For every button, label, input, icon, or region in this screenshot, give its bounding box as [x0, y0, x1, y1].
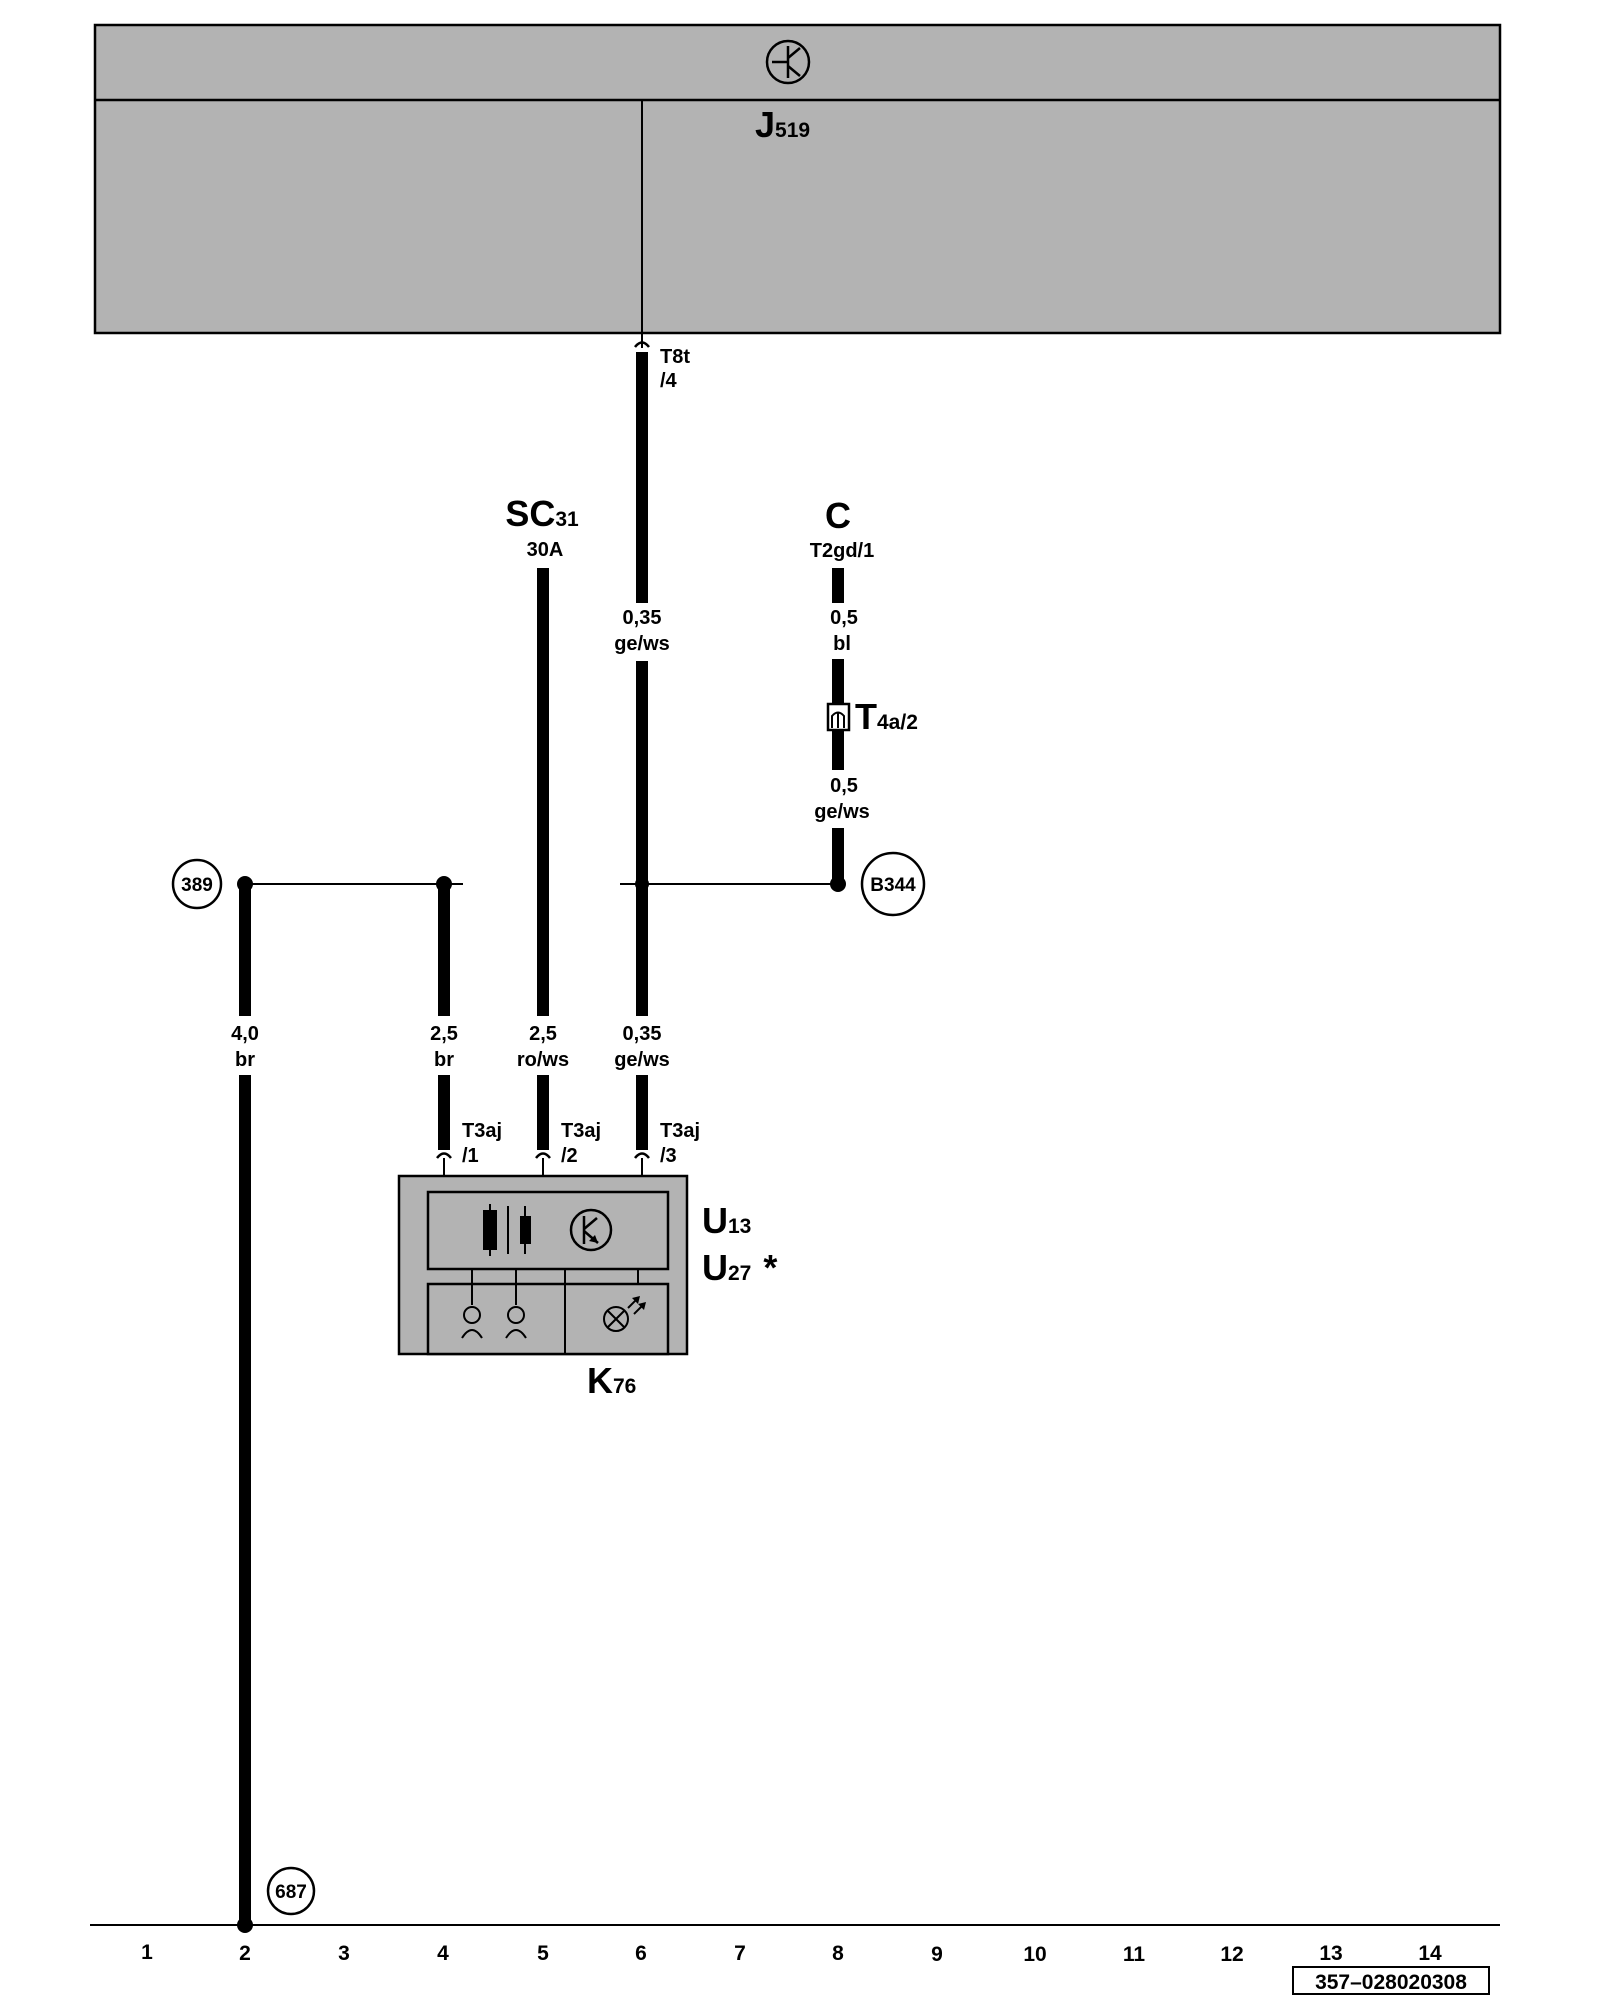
unit-k76-label: K76 — [587, 1360, 636, 1401]
wire-col4: 2,5 br — [430, 884, 458, 1150]
column-number: 14 — [1418, 1942, 1442, 1965]
node-687: 687 — [266, 1866, 316, 1916]
junction-dot — [635, 877, 649, 891]
wire-size-label: 4,0 — [231, 1023, 259, 1045]
fuse-rating: 30A — [527, 539, 564, 561]
column-number: 1 — [141, 1941, 153, 1964]
connector-code: T3aj — [561, 1120, 601, 1142]
column-number: 2 — [239, 1942, 251, 1965]
column-number: 7 — [734, 1942, 746, 1965]
wire-size-label: 2,5 — [529, 1023, 557, 1045]
document-code-box — [1292, 1966, 1490, 1995]
unit-u27-label: U27* — [702, 1247, 777, 1288]
node-389: 389 — [171, 858, 223, 910]
wire-color-label: ge/ws — [614, 633, 670, 655]
wire-size-label: 0,35 — [623, 607, 662, 629]
wire-size-label: 0,5 — [830, 775, 858, 797]
lamp-box — [564, 1283, 669, 1355]
junction-dot — [830, 876, 846, 892]
fuse-label: SC31 — [505, 493, 579, 534]
node-label: 687 — [275, 1882, 307, 1903]
capacitor-icon — [483, 1204, 531, 1256]
column-number: 12 — [1220, 1943, 1243, 1966]
socket-contact-icon — [505, 1306, 527, 1339]
unit-u13-label: U13 — [702, 1200, 751, 1241]
control-unit-label: J519 — [755, 104, 810, 145]
socket-module: U13 U27* K76 — [397, 1174, 777, 1401]
wire-size-label: 2,5 — [430, 1023, 458, 1045]
column-number: 9 — [931, 1943, 943, 1966]
electronic-symbol-icon — [569, 1208, 613, 1252]
connector-pin: /1 — [462, 1145, 479, 1167]
connector-arc-icon — [634, 1152, 650, 1159]
column-number: 4 — [437, 1942, 449, 1965]
column-number: 3 — [338, 1942, 350, 1965]
connector-t8t-4: T8t /4 — [634, 341, 690, 392]
lamp-icon — [603, 1296, 646, 1332]
connector-pin: /3 — [660, 1145, 677, 1167]
wire-color-label: br — [235, 1049, 255, 1071]
wire-color-label: ro/ws — [517, 1049, 569, 1071]
wire-color-label: ge/ws — [614, 1049, 670, 1071]
node-circle — [266, 1866, 316, 1916]
document-code-text: 357–028020308 — [1315, 1971, 1467, 1994]
wire-size-label: 0,35 — [623, 1023, 662, 1045]
connector-code: T3aj — [462, 1120, 502, 1142]
node-b344: B344 — [860, 851, 926, 917]
control-unit-j519: J519 — [93, 23, 1502, 348]
column-number: 6 — [635, 1942, 647, 1965]
connector-t4a-2: T4a/2 — [855, 696, 918, 737]
source-c: C T2gd/1 0,5 bl T4a/2 0,5 ge/ws — [810, 495, 918, 884]
wire-color-label: bl — [833, 633, 851, 655]
wire-col6: 0,35 ge/ws 0,35 ge/ws — [614, 352, 670, 1150]
connector-arc-icon — [436, 1152, 452, 1159]
connector-arc-icon — [634, 341, 650, 348]
source-connector: T2gd/1 — [810, 540, 874, 562]
column-number: 8 — [832, 1942, 844, 1965]
document-code: 357–028020308 — [1292, 1966, 1490, 1995]
connector-arc-icon — [535, 1152, 551, 1159]
column-number: 13 — [1319, 1942, 1342, 1965]
column-number: 5 — [537, 1942, 549, 1965]
connector-pin: /4 — [660, 370, 678, 392]
node-label: B344 — [870, 875, 916, 896]
fuse-sc31: SC31 30A 2,5 ro/ws — [505, 493, 579, 1150]
column-number: 10 — [1023, 1943, 1046, 1966]
wire-col2: 4,0 br — [231, 884, 259, 1925]
control-unit-housing — [93, 23, 1502, 335]
module-upper-box — [426, 1190, 670, 1271]
wire-size-label: 0,5 — [830, 607, 858, 629]
node-circle — [860, 851, 926, 917]
source-label: C — [825, 495, 851, 536]
column-number: 11 — [1123, 1943, 1146, 1966]
connector-code: T3aj — [660, 1120, 700, 1142]
plug-connector-icon — [826, 702, 851, 732]
node-label: 389 — [181, 875, 213, 896]
connector-t3aj: T3aj /1 T3aj /2 T3aj /3 — [436, 1120, 700, 1192]
wire-color-label: ge/ws — [814, 801, 870, 823]
node-circle — [171, 858, 223, 910]
connector-code: T8t — [660, 346, 690, 368]
connector-pin: /2 — [561, 1145, 578, 1167]
electronic-symbol-icon — [765, 39, 811, 85]
wire-color-label: br — [434, 1049, 454, 1071]
socket-contact-icon — [461, 1306, 483, 1339]
